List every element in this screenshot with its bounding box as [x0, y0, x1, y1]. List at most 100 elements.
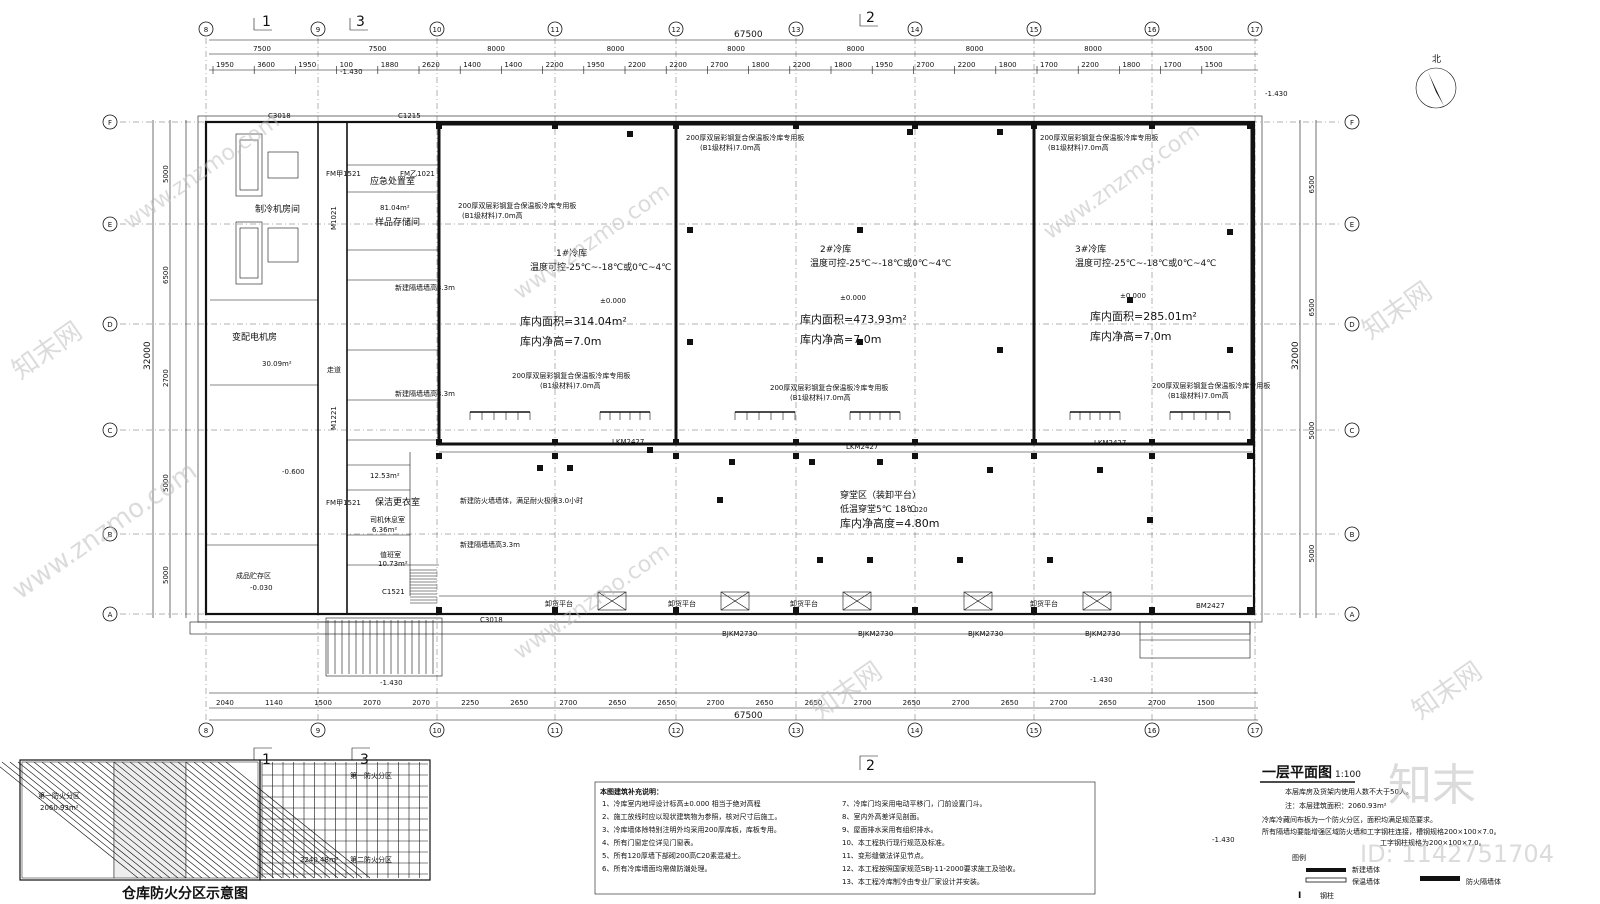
axis-bottom-11: 11 — [551, 727, 560, 735]
steel-column — [997, 347, 1003, 353]
top-sub-12: 2700 — [710, 61, 728, 69]
panel-note-4b: (B1级材料)7.0m高 — [790, 393, 851, 402]
dock-leveler — [842, 591, 872, 611]
cold2-temp: 温度可控-25℃~-18℃或0℃~4℃ — [810, 257, 951, 269]
steel-column — [1149, 453, 1155, 459]
wall-note-2: 新建隔墙墙高3.3m — [395, 389, 455, 398]
top-sub-5: 2620 — [422, 61, 440, 69]
bot-sub-20: 1500 — [1197, 699, 1215, 707]
axis-top-9: 9 — [316, 26, 320, 34]
note-item-11: 12、本工程按照国家规范SBJ-11-2000要求施工及验收。 — [842, 864, 1020, 873]
panel-note-1b: (B1级材料)7.0m高 — [700, 143, 761, 152]
panel-note-2b: (B1级材料)7.0m高 — [1048, 143, 1109, 152]
door-m1021: M1021 — [330, 206, 338, 230]
bot-sub-3: 2070 — [363, 699, 381, 707]
cold1-name: 1#冷库 — [556, 247, 587, 259]
level-s: -1.430 — [1090, 676, 1113, 684]
right-row-3: 5000 — [1308, 545, 1316, 563]
cold3-name: 3#冷库 — [1075, 243, 1106, 255]
steel-column — [436, 123, 442, 129]
panel-note-6: 200厚双层彩钢复合保温板冷库专用板 — [1152, 381, 1270, 390]
door-fm1521-b: FM甲1521 — [326, 499, 361, 507]
left-row-0: 5000 — [162, 165, 170, 183]
steel-column — [687, 227, 693, 233]
steel-column — [1031, 123, 1037, 129]
watermark-id: ID: 1142751704 — [1360, 840, 1554, 868]
door-m1221: M1221 — [330, 406, 338, 430]
steel-column — [729, 459, 735, 465]
bot-sub-18: 2650 — [1099, 699, 1117, 707]
steel-columns — [436, 123, 1253, 613]
note-item-1: 2、施工放线时应以现状建筑物为参照，核对尺寸后施工。 — [602, 812, 781, 821]
panel-note-5: 200厚双层彩钢复合保温板冷库专用板 — [512, 371, 630, 380]
building-walls — [197, 115, 1263, 623]
axis-right-A: A — [1350, 611, 1355, 619]
axis-top-12: 12 — [672, 26, 681, 34]
steel-column — [552, 439, 558, 445]
steel-column — [673, 439, 679, 445]
watermark-brand: 知末 — [1388, 760, 1476, 811]
cold3-level: ±0.000 — [1120, 292, 1146, 300]
bot-sub-0: 2040 — [216, 699, 234, 707]
dock-leveler — [597, 591, 627, 611]
chiller-units — [235, 133, 299, 285]
door-bjkm-1: BJKM2730 — [722, 630, 757, 638]
north-arrow: 北 — [1415, 54, 1457, 109]
right-row-1: 6500 — [1308, 299, 1316, 317]
top-sub-20: 1700 — [1040, 61, 1058, 69]
axis-left-E: E — [108, 221, 112, 229]
axis-right-E: E — [1350, 221, 1354, 229]
top-sub-1: 3600 — [257, 61, 275, 69]
drawing-scale: 1:100 — [1335, 770, 1361, 780]
panel-note-6b: (B1级材料)7.0m高 — [1168, 391, 1229, 400]
watermark-site-1: www.znzmo.com — [509, 179, 674, 305]
steel-column — [673, 123, 679, 129]
window-c1521: C1521 — [382, 588, 405, 596]
steel-column — [1127, 297, 1133, 303]
door-lkm-3: LKM2427 — [1094, 439, 1126, 447]
top-bay-3: 8000 — [607, 45, 625, 53]
panel-note-1: 200厚双层彩钢复合保温板冷库专用板 — [686, 133, 804, 142]
corridor-name: 走道 — [327, 365, 341, 374]
door-labels: FM甲1521 FM乙1021 FM甲1521 M1021 M1221 LKM2… — [268, 112, 1225, 638]
steel-column — [912, 607, 918, 613]
watermark-small-3: 知末网 — [1407, 656, 1488, 725]
note-item-8: 9、屋面排水采用有组织排水。 — [842, 825, 937, 834]
door-bjkm-3: BJKM2730 — [968, 630, 1003, 638]
note-item-6: 7、冷库门均采用电动平移门，门前设置门斗。 — [842, 799, 986, 808]
steel-column — [1247, 439, 1253, 445]
top-sub-19: 1800 — [999, 61, 1017, 69]
steel-column — [1247, 453, 1253, 459]
bot-sub-16: 2650 — [1001, 699, 1019, 707]
cold1-temp: 温度可控-25℃~-18℃或0℃~4℃ — [530, 261, 671, 273]
window-c3018-b: C3018 — [480, 616, 503, 624]
left-row-2: 2700 — [162, 369, 170, 387]
steel-column — [1031, 607, 1037, 613]
left-row-4: 5000 — [162, 566, 170, 584]
bot-sub-15: 2700 — [952, 699, 970, 707]
cold2-name: 2#冷库 — [820, 243, 851, 255]
steel-column — [1149, 123, 1155, 129]
note-item-7: 8、室内外高差详见剖面。 — [842, 812, 923, 821]
axis-bottom-16: 16 — [1148, 727, 1157, 735]
top-sub-21: 2200 — [1081, 61, 1099, 69]
bot-sub-1: 1140 — [265, 699, 283, 707]
top-sub-13: 1800 — [752, 61, 770, 69]
panel-note-3: 200厚双层彩钢复合保温板冷库专用板 — [458, 201, 576, 210]
info-2: 注：本层建筑面积：2060.93m² — [1285, 801, 1387, 810]
top-sub-11: 2200 — [669, 61, 687, 69]
axis-left-B: B — [108, 531, 113, 539]
dock-leveler — [720, 591, 750, 611]
steel-column — [627, 131, 633, 137]
dock-leveler — [963, 591, 993, 611]
top-sub-6: 1400 — [463, 61, 481, 69]
panel-note-5b: (B1级材料)7.0m高 — [540, 381, 601, 390]
stair — [410, 569, 437, 604]
legend-insulated-wall: 保温墙体 — [1352, 877, 1380, 886]
steel-column — [817, 557, 823, 563]
